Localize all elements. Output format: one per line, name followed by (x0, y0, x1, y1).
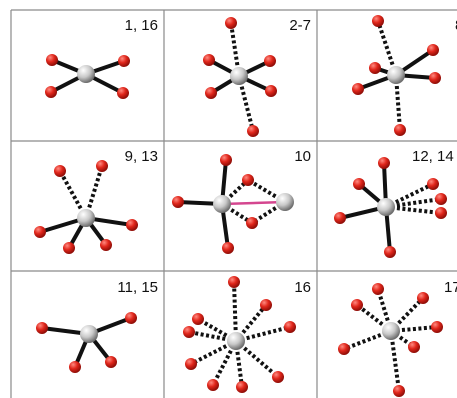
metal-atom (213, 195, 231, 213)
panel-label: 1, 16 (125, 17, 158, 34)
metal-atom (387, 66, 405, 84)
panel-label: 11, 15 (117, 279, 158, 296)
dashed-bonds (58, 165, 104, 219)
panel-9-13: 9, 13 (34, 148, 158, 254)
panel-label: 12, 14 (412, 148, 454, 165)
metal-atom (230, 67, 248, 85)
dashed-bonds (229, 22, 255, 132)
panel-label: 17 (444, 279, 457, 296)
oxygen-atoms (203, 17, 277, 137)
dashed-bonds (376, 20, 402, 131)
panel-11-15: 11, 15 (36, 279, 158, 373)
panel-label: 8 (455, 17, 457, 34)
oxygen-atoms (183, 276, 296, 393)
panel-2-7: 2-7 (203, 17, 311, 137)
oxygen-atoms (338, 283, 443, 397)
panel-16-b: 16 (183, 276, 311, 393)
dashed-bonds (385, 182, 442, 215)
panel-10: 10 (172, 148, 311, 254)
metal-metal-bond (221, 200, 286, 206)
oxygen-atoms (352, 15, 441, 136)
metal-atom (276, 193, 294, 211)
metal-atom (382, 322, 400, 340)
oxygen-atoms (45, 54, 130, 99)
oxygen-atoms (34, 160, 138, 254)
oxygen-atoms (334, 157, 447, 258)
metal-atom (377, 198, 395, 216)
panel-label: 10 (294, 148, 311, 165)
metal-atom (227, 332, 245, 350)
panel-17: 17 (338, 279, 457, 397)
panel-label: 16 (294, 279, 311, 296)
panel-label: 2-7 (289, 17, 311, 34)
metal-atom (77, 65, 95, 83)
panel-12-14: 12, 14 (334, 148, 454, 258)
panel-label: 9, 13 (125, 148, 158, 165)
metal-atom (77, 209, 95, 227)
panel-8: 8 (352, 15, 457, 136)
panel-1-16: 1, 16 (45, 17, 158, 99)
metal-atom (80, 325, 98, 343)
oxygen-atoms (36, 312, 137, 373)
panel-grid-lines (10, 9, 457, 398)
oxygen-atoms (172, 154, 258, 254)
